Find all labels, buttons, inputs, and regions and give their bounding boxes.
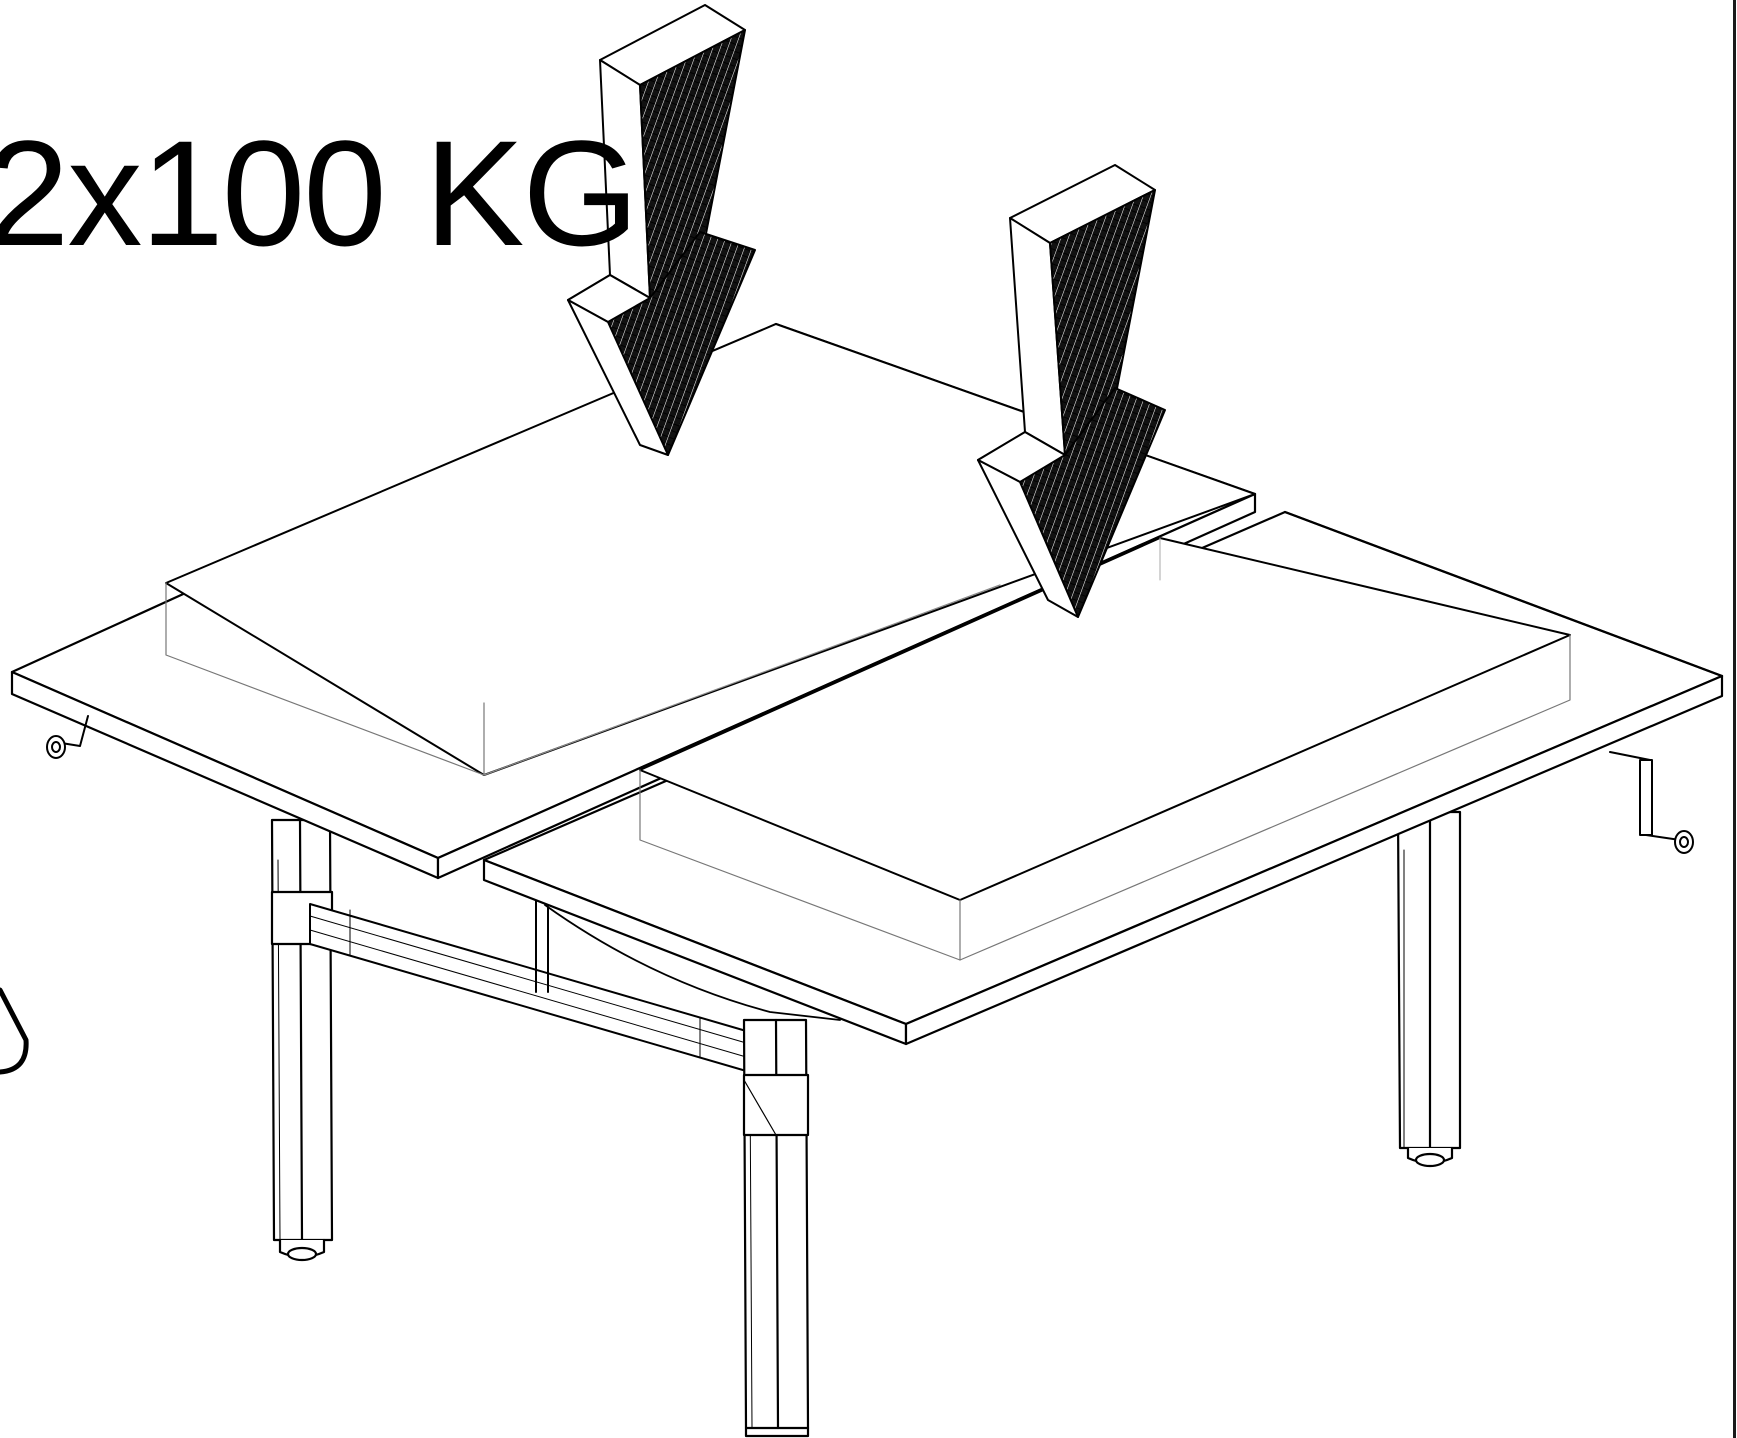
right-load-block bbox=[639, 537, 1571, 961]
front-left-leg bbox=[742, 1018, 810, 1438]
warning-triangle-icon bbox=[0, 987, 29, 1075]
load-capacity-label: 2x100 KG bbox=[0, 109, 639, 277]
left-load-block bbox=[165, 323, 1256, 776]
down-arrow-icon bbox=[977, 164, 1166, 618]
hand-crank-icon[interactable] bbox=[1609, 751, 1694, 854]
back-right-leg bbox=[1396, 810, 1462, 1168]
page-border bbox=[1733, 0, 1736, 1438]
hand-crank-icon[interactable] bbox=[46, 715, 89, 759]
down-arrow-icon bbox=[567, 4, 756, 456]
back-left-leg bbox=[270, 818, 334, 1262]
